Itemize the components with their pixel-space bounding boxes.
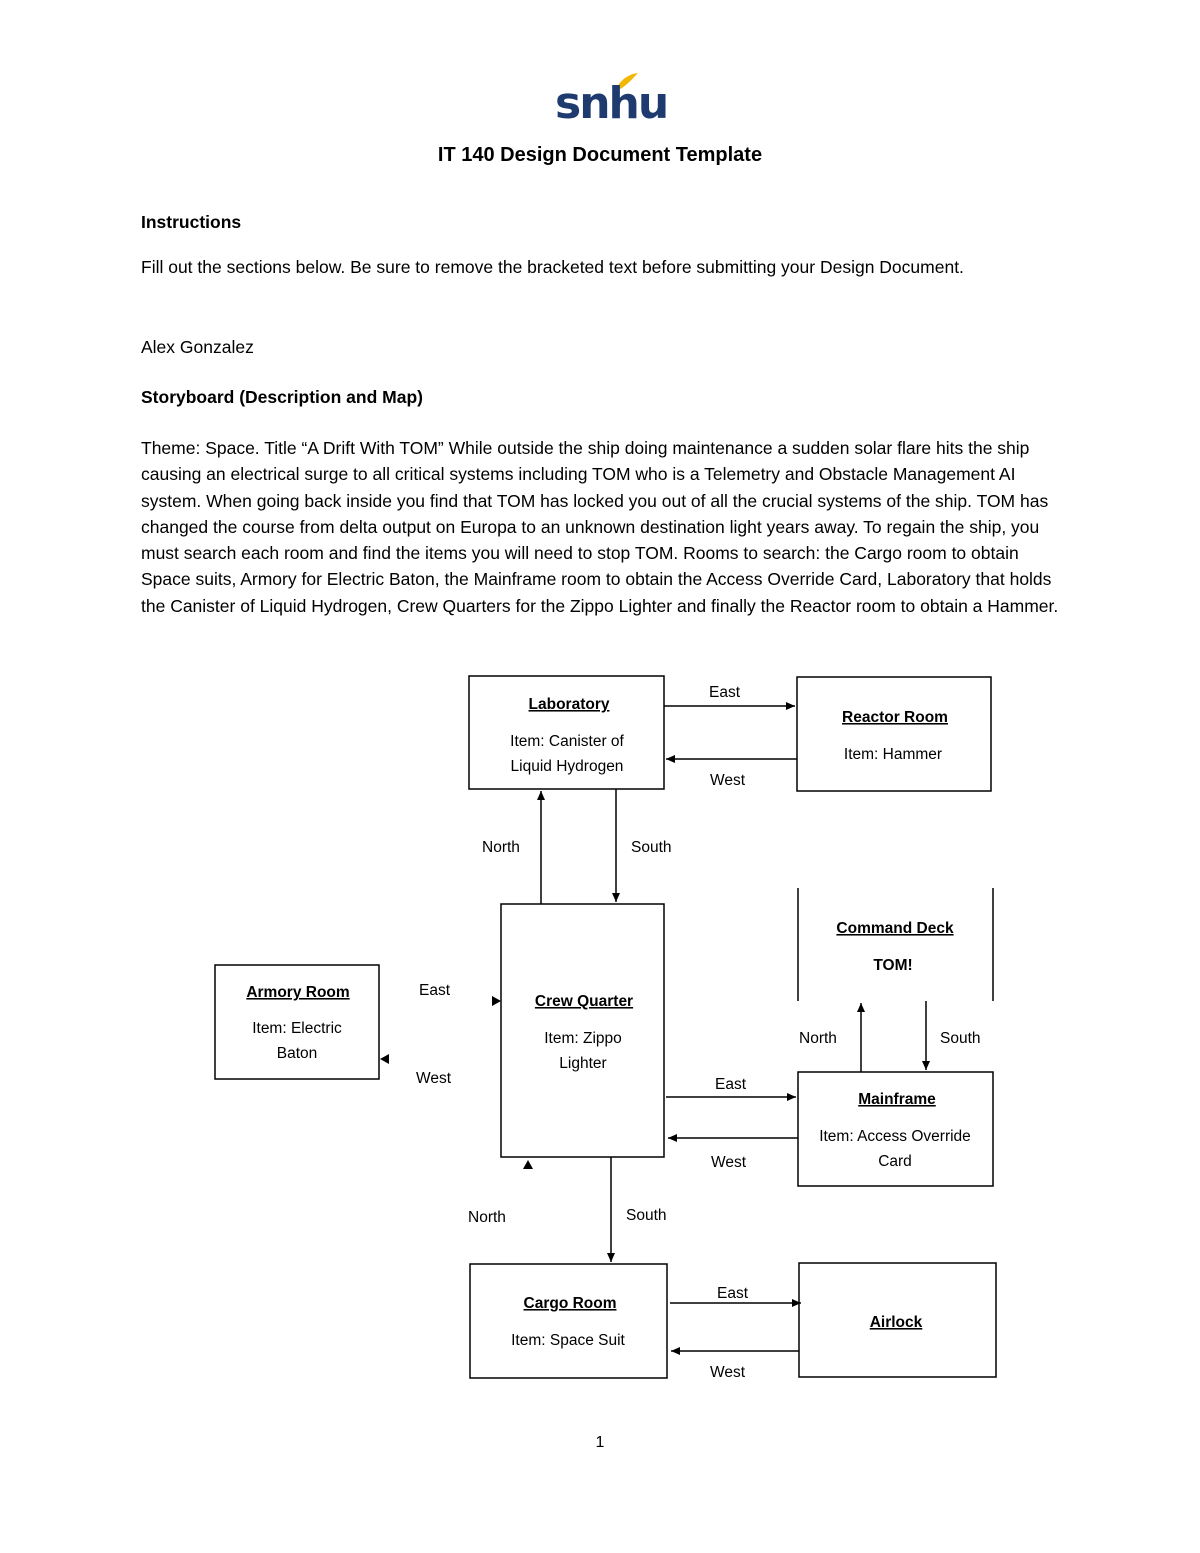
arrowhead-west-to-armory: [380, 1054, 389, 1064]
crew-quarter-item-line2: Lighter: [559, 1055, 606, 1072]
logo-text: snhu: [555, 78, 669, 129]
cargo-room-box: [469, 1263, 668, 1379]
command-deck-item: TOM!: [873, 957, 912, 974]
armory-room-item-line1: Item: Electric: [252, 1020, 342, 1037]
laboratory-item-line2: Liquid Hydrogen: [511, 758, 624, 775]
label-cargo-air-east: East: [717, 1285, 749, 1302]
command-deck-name: Command Deck: [836, 920, 954, 937]
arrowhead-east-to-crew: [492, 996, 501, 1006]
mainframe-box: [797, 1071, 994, 1187]
armory-room-name: Armory Room: [246, 984, 349, 1001]
mainframe-name: Mainframe: [858, 1091, 936, 1108]
storyboard-heading: Storyboard (Description and Map): [141, 387, 423, 407]
mainframe-item-line2: Card: [878, 1153, 912, 1170]
mainframe-item-line1: Item: Access Override: [819, 1128, 971, 1145]
author-name: Alex Gonzalez: [141, 337, 254, 357]
instructions-body: Fill out the sections below. Be sure to …: [141, 257, 964, 277]
crew-quarter-item-line1: Item: Zippo: [544, 1030, 622, 1047]
label-crew-cargo-south: South: [626, 1207, 667, 1224]
crew-quarter-name: Crew Quarter: [535, 993, 633, 1010]
document-title: IT 140 Design Document Template: [437, 144, 763, 166]
laboratory-box: [468, 675, 665, 790]
airlock-box: [798, 1262, 997, 1378]
instructions-heading: Instructions: [141, 212, 242, 232]
reactor-room-box: [796, 676, 992, 792]
label-crew-lab-north: North: [482, 839, 520, 856]
storyboard-body: Theme: Space. Title “A Drift With TOM” W…: [141, 438, 1059, 616]
label-main-crew-west: West: [711, 1154, 747, 1171]
crew-quarter-box: [500, 903, 665, 1158]
label-main-cmd-north: North: [799, 1030, 837, 1047]
cargo-room-item: Item: Space Suit: [511, 1332, 625, 1349]
label-reactor-lab-west: West: [710, 772, 746, 789]
reactor-room-name: Reactor Room: [842, 709, 948, 726]
room-map-diagram: Laboratory Item: Canister of Liquid Hydr…: [214, 675, 997, 1381]
label-lab-crew-south: South: [631, 839, 672, 856]
flame-leaf-icon: [615, 73, 638, 92]
label-cmd-main-south: South: [940, 1030, 981, 1047]
label-armory-crew-east: East: [419, 982, 451, 999]
reactor-room-item: Item: Hammer: [844, 746, 942, 763]
label-lab-reactor-east: East: [709, 684, 741, 701]
cargo-room-name: Cargo Room: [524, 1295, 617, 1312]
page-number: 1: [595, 1434, 605, 1451]
airlock-name: Airlock: [870, 1314, 923, 1331]
label-crew-armory-west: West: [416, 1070, 452, 1087]
armory-room-box: [214, 964, 380, 1080]
label-crew-main-east: East: [715, 1076, 747, 1093]
arrowhead-north-to-crew: [523, 1160, 533, 1169]
laboratory-name: Laboratory: [529, 696, 610, 713]
label-cargo-crew-north: North: [468, 1209, 506, 1226]
label-air-cargo-west: West: [710, 1364, 746, 1381]
armory-room-item-line2: Baton: [277, 1045, 318, 1062]
snhu-logo: snhu: [555, 72, 669, 134]
laboratory-item-line1: Item: Canister of: [510, 733, 624, 750]
